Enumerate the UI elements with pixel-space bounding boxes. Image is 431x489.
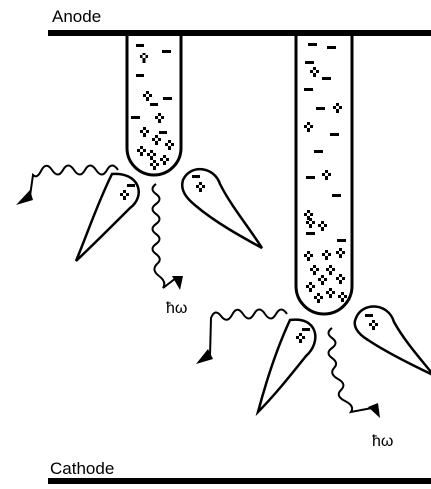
minus-mark [127, 184, 135, 187]
photon-label-long: ħω [372, 433, 393, 450]
photon-label-short: ħω [166, 300, 187, 317]
plus-mark [310, 265, 319, 275]
minus-mark [302, 328, 310, 331]
cathode-label: Cathode [50, 459, 114, 478]
minus-mark [163, 97, 172, 100]
plus-mark [147, 150, 156, 160]
minus-mark [136, 74, 144, 77]
plus-mark [160, 155, 169, 165]
minus-mark [192, 175, 200, 178]
plus-mark [336, 274, 345, 284]
minus-mark [162, 50, 171, 53]
right-lobe-short [182, 169, 262, 248]
plus-mark [318, 275, 327, 285]
left-lobe-long [258, 320, 315, 412]
minus-mark [308, 43, 317, 46]
plus-mark [314, 293, 323, 303]
plus-mark [322, 170, 331, 180]
short-streamer-charges [131, 44, 174, 170]
minus-mark [304, 88, 313, 91]
plus-mark [137, 146, 146, 156]
plus-mark [155, 113, 164, 123]
minus-mark [159, 131, 167, 134]
plus-mark [140, 127, 149, 137]
plus-mark [338, 292, 347, 302]
arrowhead-icon [16, 190, 33, 205]
plus-mark [196, 182, 205, 192]
plus-mark [120, 190, 129, 200]
minus-mark [322, 77, 331, 80]
anode-label: Anode [52, 7, 101, 26]
minus-mark [330, 133, 339, 136]
minus-mark [332, 194, 341, 197]
anode-plate [48, 30, 431, 36]
minus-mark [327, 46, 336, 49]
plus-mark [140, 53, 148, 63]
plus-mark [304, 251, 313, 261]
short-streamer: ħω [16, 36, 262, 317]
photon-wave-down-short [153, 184, 177, 288]
minus-mark [337, 239, 346, 242]
minus-mark [316, 107, 325, 110]
minus-mark [131, 116, 140, 119]
plus-mark [310, 67, 319, 77]
arrowhead-icon [368, 403, 380, 418]
cathode-plate [48, 478, 431, 484]
minus-mark [365, 314, 373, 317]
plus-mark [318, 221, 327, 231]
plus-mark [326, 288, 335, 298]
plus-mark [322, 250, 331, 260]
minus-mark [305, 61, 314, 64]
plus-mark [150, 160, 159, 170]
long-streamer-charges [304, 43, 347, 303]
plus-mark [296, 333, 305, 343]
minus-mark [306, 176, 315, 179]
plus-mark [333, 103, 342, 113]
arrowhead-icon [172, 276, 183, 290]
photon-wave-left-long [210, 310, 287, 357]
minus-mark [306, 232, 315, 235]
plus-mark [152, 135, 161, 145]
minus-mark [150, 103, 158, 106]
plus-mark [165, 140, 174, 150]
plus-mark [336, 248, 345, 258]
plus-mark [304, 122, 313, 132]
plus-mark [306, 282, 315, 292]
long-streamer: ħω [196, 36, 431, 450]
photon-wave-down-long [329, 328, 373, 412]
plus-mark [326, 265, 335, 275]
minus-mark [314, 150, 323, 153]
plus-mark [369, 320, 378, 330]
plus-mark [143, 91, 152, 101]
minus-mark [136, 44, 144, 47]
